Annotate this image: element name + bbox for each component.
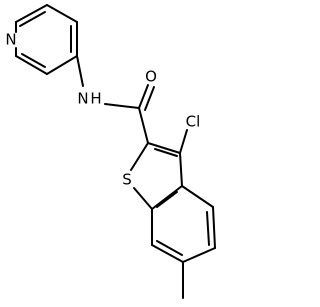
bond-s-c2 — [130, 142, 149, 171]
bond-c3a-c7a — [151, 185, 183, 210]
benzene-ring — [151, 185, 216, 263]
bond-carbonyl-c-o — [138, 84, 149, 109]
bond-pyridine-to-nh — [76, 55, 84, 87]
bond-pyridine-c5-c4 — [46, 55, 78, 75]
atom-label-pyridine-n: N — [5, 31, 16, 49]
bond-c5-c6 — [182, 247, 216, 263]
bond-c3a-c7a-inner — [156, 191, 178, 208]
bond-carbonyl-c-o-double — [144, 86, 155, 111]
bond-c3-c3a — [179, 152, 183, 187]
bond-c4-c5 — [212, 206, 216, 249]
bond-pyridine-c2-c3-inner — [19, 11, 46, 27]
bond-c2-c3-inner — [154, 148, 178, 157]
thiophene-ring — [130, 142, 183, 210]
pyridine-ring — [15, 4, 78, 75]
molecule-structure-diagram: N N H O Cl S — [5, 4, 216, 299]
bond-c4-c5-inner — [206, 211, 210, 246]
bond-nh-to-carbonyl-c — [104, 103, 140, 109]
bond-pyridine-c6-c5 — [15, 55, 48, 75]
bond-pyridine-c3-c2 — [46, 4, 78, 23]
bond-c6-c7 — [151, 244, 184, 263]
bond-c2-c3 — [147, 142, 181, 154]
bond-pyridine-c6-c5-inner — [21, 53, 46, 68]
bond-pyridine-c2-c3 — [15, 4, 48, 23]
atom-label-sulfur: S — [122, 171, 132, 189]
atom-label-chlorine: Cl — [186, 113, 201, 131]
bond-c3-cl — [179, 129, 188, 154]
atom-label-amide-h: H — [90, 90, 101, 108]
amide-group — [76, 55, 155, 144]
atom-label-amide-n: N — [77, 90, 88, 108]
bond-carbonyl-c-to-c2 — [138, 107, 149, 144]
bond-c6-c7-inner — [156, 240, 183, 256]
bond-c3a-c4 — [181, 185, 214, 208]
bond-c7a-s — [133, 187, 153, 210]
atom-label-carbonyl-o: O — [145, 68, 157, 86]
